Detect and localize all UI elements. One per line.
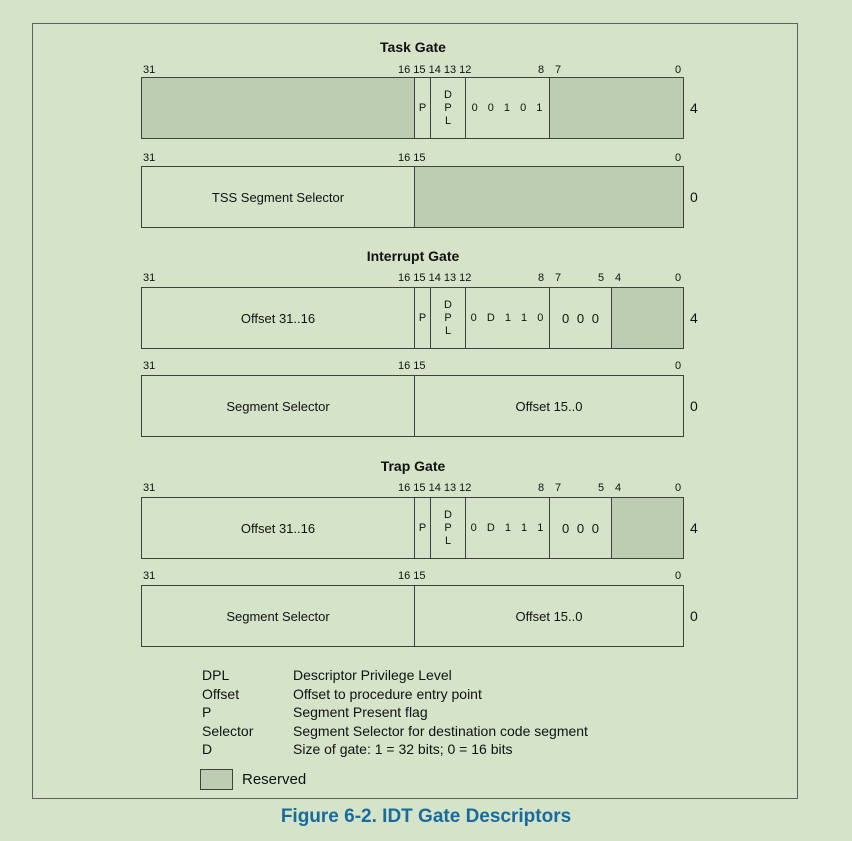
segment-selector-field: Segment Selector bbox=[226, 398, 330, 414]
bit-label: 7 bbox=[555, 64, 562, 76]
interrupt-gate-low-dword: Segment Selector Offset 15..0 bbox=[141, 375, 684, 437]
reserved-label: Reserved bbox=[242, 771, 307, 788]
bit-label: 31 bbox=[143, 64, 156, 76]
present-field: P bbox=[414, 498, 430, 558]
task-gate-title: Task Gate bbox=[380, 39, 446, 55]
type-field: 0 0 1 0 1 bbox=[465, 78, 549, 138]
bit-label: 7 bbox=[555, 482, 562, 494]
byte-offset-label: 4 bbox=[690, 310, 698, 326]
task-gate-low-dword: TSS Segment Selector bbox=[141, 166, 684, 228]
reserved-field bbox=[611, 498, 683, 558]
reserved-field bbox=[142, 78, 414, 138]
legend-definition: Descriptor Privilege Level bbox=[293, 667, 452, 683]
bit-label: 31 bbox=[143, 152, 156, 164]
byte-offset-label: 0 bbox=[690, 189, 698, 205]
bit-label: 8 bbox=[538, 482, 545, 494]
bit-label: 0 bbox=[675, 360, 682, 372]
segment-selector-field: Segment Selector bbox=[226, 608, 330, 624]
byte-offset-label: 4 bbox=[690, 520, 698, 536]
legend-term: Selector bbox=[202, 722, 254, 739]
bit-label: 5 bbox=[598, 482, 605, 494]
bit-label: 7 bbox=[555, 272, 562, 284]
bit-label: 0 bbox=[675, 64, 682, 76]
bit-label: 5 bbox=[598, 272, 605, 284]
bit-label: 4 bbox=[615, 272, 622, 284]
legend-term: Offset bbox=[202, 685, 240, 702]
bit-label: 0 bbox=[675, 272, 682, 284]
legend-definition: Segment Present flag bbox=[293, 704, 428, 720]
legend-terms: DPL Offset P Selector D bbox=[202, 666, 253, 759]
bit-label: 31 bbox=[143, 272, 156, 284]
bit-label: 4 bbox=[615, 482, 622, 494]
bit-label: 16 15 14 13 12 bbox=[398, 64, 472, 76]
tss-selector-field: TSS Segment Selector bbox=[211, 189, 345, 205]
legend-term: P bbox=[202, 704, 212, 720]
bit-label: 31 bbox=[143, 482, 156, 494]
bit-label: 16 15 14 13 12 bbox=[398, 482, 472, 494]
trap-gate-low-dword: Segment Selector Offset 15..0 bbox=[141, 585, 684, 647]
zero-bits-field: 0 0 0 bbox=[549, 288, 611, 348]
bit-label: 16 15 14 13 12 bbox=[398, 272, 472, 284]
offset-high-field: Offset 31..16 bbox=[240, 310, 316, 326]
bit-label: 0 bbox=[675, 482, 682, 494]
offset-high-field: Offset 31..16 bbox=[240, 520, 316, 536]
present-field: P bbox=[414, 288, 430, 348]
legend-definitions: Descriptor Privilege Level Offset to pro… bbox=[293, 666, 588, 759]
type-field: 0 D 1 1 0 bbox=[465, 288, 549, 348]
trap-gate-title: Trap Gate bbox=[380, 458, 446, 474]
zero-bits-field: 0 0 0 bbox=[549, 498, 611, 558]
interrupt-gate-title: Interrupt Gate bbox=[366, 248, 460, 264]
byte-offset-label: 0 bbox=[690, 398, 698, 414]
bit-label: 16 15 bbox=[398, 152, 426, 164]
bit-label: 31 bbox=[143, 570, 156, 582]
byte-offset-label: 4 bbox=[690, 100, 698, 116]
reserved-field bbox=[414, 167, 683, 227]
reserved-field bbox=[611, 288, 683, 348]
figure-frame bbox=[32, 23, 798, 799]
reserved-field bbox=[549, 78, 683, 138]
bit-label: 16 15 bbox=[398, 570, 426, 582]
type-field: 0 D 1 1 1 bbox=[465, 498, 549, 558]
legend-definition: Size of gate: 1 = 32 bits; 0 = 16 bits bbox=[293, 741, 513, 757]
legend-definition: Offset to procedure entry point bbox=[293, 685, 482, 702]
offset-low-field: Offset 15..0 bbox=[414, 586, 683, 646]
bit-label: 16 15 bbox=[398, 360, 426, 372]
bit-label: 8 bbox=[538, 272, 545, 284]
bit-label: 8 bbox=[538, 64, 545, 76]
present-field: P bbox=[414, 78, 430, 138]
bit-label: 0 bbox=[675, 570, 682, 582]
byte-offset-label: 0 bbox=[690, 608, 698, 624]
bit-label: 0 bbox=[675, 152, 682, 164]
reserved-swatch bbox=[200, 769, 233, 790]
figure-caption: Figure 6-2. IDT Gate Descriptors bbox=[280, 806, 572, 827]
legend-term: D bbox=[202, 741, 213, 757]
bit-label: 31 bbox=[143, 360, 156, 372]
legend-term: DPL bbox=[202, 667, 230, 683]
legend-definition: Segment Selector for destination code se… bbox=[293, 722, 588, 739]
offset-low-field: Offset 15..0 bbox=[414, 376, 683, 436]
